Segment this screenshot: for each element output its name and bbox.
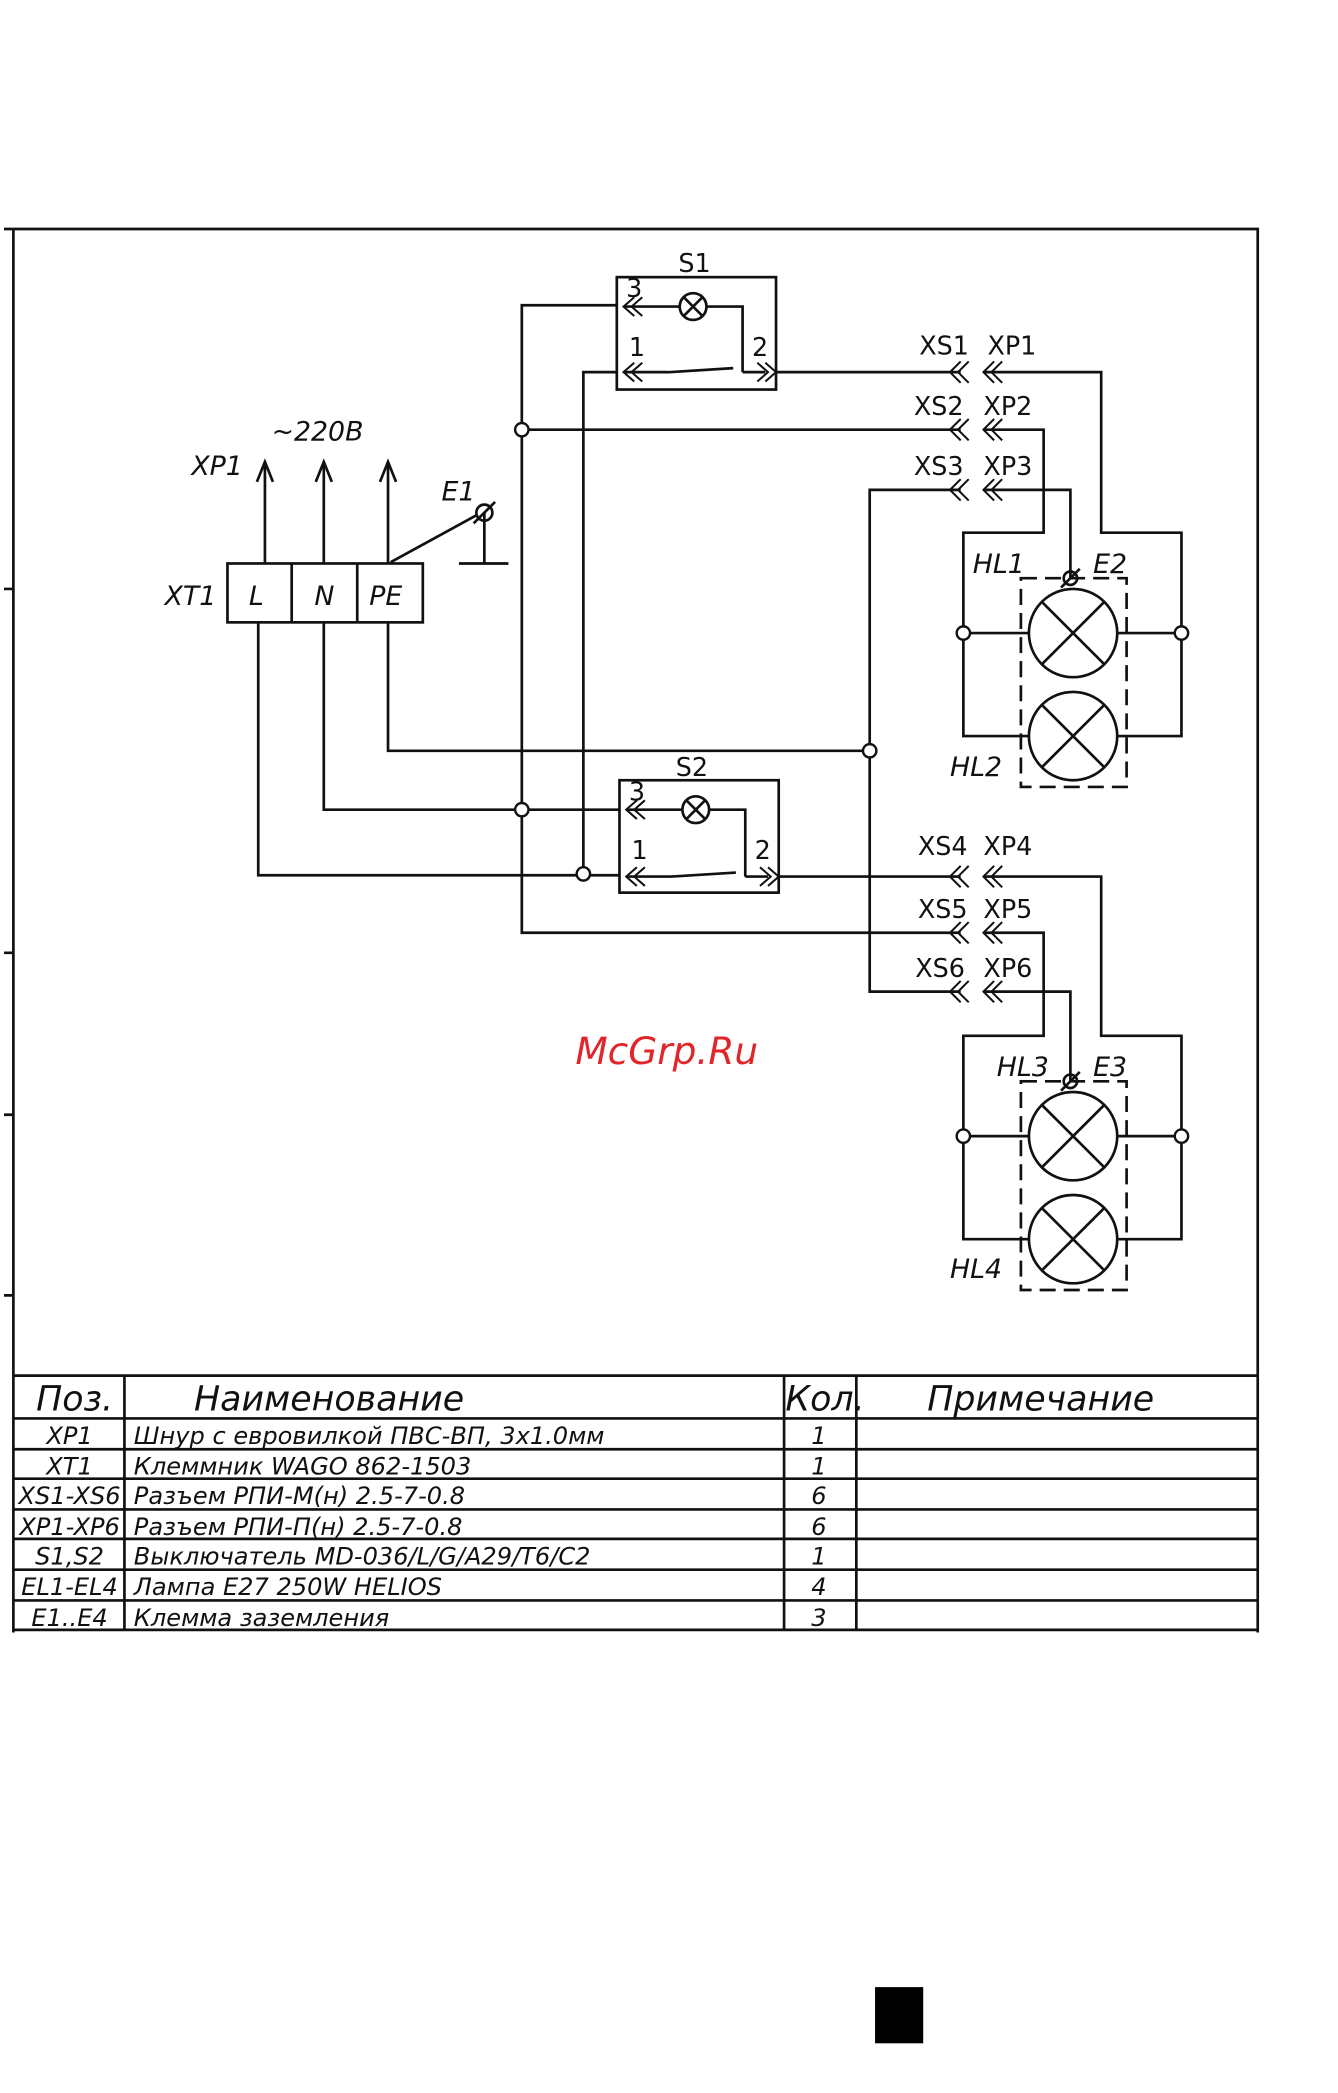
cell-quantity: 3 — [811, 1604, 826, 1632]
lamp-group-lower: HL3 E3 HL4 — [950, 1052, 1128, 1292]
header-note: Примечание — [927, 1379, 1154, 1419]
cell-quantity: 1 — [811, 1542, 826, 1570]
connector-xp1-label: XP1 — [987, 331, 1036, 361]
hl4-label: HL4 — [950, 1254, 1002, 1285]
lamp-icon — [1027, 1193, 1119, 1285]
xt1-label: XT1 — [163, 581, 217, 612]
junction-nodes — [513, 421, 1190, 1145]
table-row: E1..E4 Клемма заземления 3 — [31, 1604, 826, 1632]
cell-position: S1,S2 — [35, 1542, 104, 1570]
table-row: XP1 Шнур с евровилкой ПВС-ВП, 3x1.0мм 1 — [44, 1422, 826, 1450]
terminal-block-xt1: XT1 L N PE XP1 ~220В E1 — [163, 416, 509, 624]
s2-term1: 1 — [632, 835, 648, 865]
cell-position: XS1-XS6 — [17, 1482, 121, 1510]
terminal-pe: PE — [369, 581, 402, 612]
s1-label: S1 — [678, 248, 710, 278]
cell-position: XT1 — [44, 1453, 93, 1481]
cell-position: XP1 — [44, 1422, 92, 1450]
lamp-icon — [1027, 587, 1119, 679]
table-row: XS1-XS6 Разъем РПИ-М(н) 2.5-7-0.8 6 — [17, 1482, 827, 1510]
connector-xs5-label: XS5 — [918, 894, 968, 924]
supply-voltage-label: ~220В — [272, 416, 364, 447]
connector-xs1-label: XS1 — [919, 331, 969, 361]
cell-quantity: 1 — [811, 1453, 826, 1481]
cell-quantity: 6 — [811, 1513, 826, 1541]
lamp-group-upper: HL1 E2 HL2 — [950, 549, 1128, 789]
table-row: S1,S2 Выключатель MD-036/L/G/A29/T6/C2 1 — [35, 1542, 826, 1570]
connector-xs3-label: XS3 — [914, 451, 964, 481]
cell-quantity: 1 — [811, 1422, 826, 1450]
cell-position: EL1-EL4 — [21, 1573, 118, 1601]
connector-xp6-label: XP6 — [983, 953, 1032, 983]
indicator-lamp-icon — [678, 291, 708, 322]
cell-position: XP1-XP6 — [17, 1513, 119, 1541]
cell-name: Лампа E27 250W HELIOS — [133, 1573, 442, 1601]
cell-name: Разъем РПИ-М(н) 2.5-7-0.8 — [134, 1482, 465, 1510]
header-position: Поз. — [36, 1379, 113, 1419]
cell-name: Разъем РПИ-П(н) 2.5-7-0.8 — [134, 1513, 463, 1541]
header-name: Наименование — [194, 1379, 464, 1419]
specification-table: Поз. Наименование Кол. Примечание XP1 Шну… — [13, 1374, 1258, 1632]
cell-name: Шнур с евровилкой ПВС-ВП, 3x1.0мм — [134, 1422, 605, 1450]
lamp-icon — [1027, 1090, 1119, 1182]
watermark: McGrp.Ru — [575, 1029, 758, 1073]
cell-position: E1..E4 — [31, 1604, 107, 1632]
s2-label: S2 — [676, 752, 708, 782]
s1-term2: 2 — [752, 332, 768, 362]
cell-name: Выключатель MD-036/L/G/A29/T6/C2 — [134, 1542, 591, 1570]
terminal-n: N — [314, 581, 334, 612]
s2-term3: 3 — [629, 776, 645, 806]
e2-label: E2 — [1093, 549, 1127, 580]
s1-term3: 3 — [626, 273, 642, 303]
wires — [256, 303, 1183, 1241]
ground-e1-label: E1 — [442, 477, 476, 508]
connector-xp4-label: XP4 — [983, 831, 1032, 861]
connectors: XS1 XP1 XS2 XP2 XS3 XP3 XS4 XP4 XS5 XP5 … — [914, 331, 1036, 1004]
e3-label: E3 — [1093, 1052, 1127, 1083]
hl2-label: HL2 — [950, 752, 1002, 783]
cell-name: Клемма заземления — [134, 1604, 389, 1632]
arrow-up-icon — [255, 458, 398, 483]
s2-term2: 2 — [755, 835, 771, 865]
hl3-label: HL3 — [997, 1052, 1049, 1083]
switch-s1: S1 3 1 2 — [615, 248, 778, 391]
drawing-frame — [4, 227, 1260, 1633]
table-row: EL1-EL4 Лампа E27 250W HELIOS 4 — [21, 1573, 826, 1601]
lamp-icon — [1027, 690, 1119, 782]
switch-s2: S2 3 1 2 — [618, 752, 781, 894]
s1-term1: 1 — [629, 332, 645, 362]
terminal-l: L — [249, 581, 264, 612]
connector-xp5-label: XP5 — [983, 894, 1032, 924]
connector-xp2-label: XP2 — [983, 391, 1032, 421]
header-quantity: Кол. — [785, 1379, 864, 1419]
connector-xs4-label: XS4 — [918, 831, 968, 861]
cell-quantity: 4 — [811, 1573, 826, 1601]
connector-xp3-label: XP3 — [983, 451, 1032, 481]
connector-icon — [948, 360, 1003, 1004]
cell-name: Клеммник WAGO 862-1503 — [134, 1453, 471, 1481]
connector-xs2-label: XS2 — [914, 391, 964, 421]
page-marker — [875, 1987, 924, 2044]
ground-terminal-icon — [1060, 567, 1081, 589]
connector-xs6-label: XS6 — [915, 953, 965, 983]
table-row: XP1-XP6 Разъем РПИ-П(н) 2.5-7-0.8 6 — [17, 1513, 826, 1541]
table-row: XT1 Клеммник WAGO 862-1503 1 — [44, 1453, 826, 1481]
supply-plug-label: XP1 — [189, 451, 242, 482]
cell-quantity: 6 — [811, 1482, 826, 1510]
indicator-lamp-icon — [681, 794, 711, 825]
hl1-label: HL1 — [973, 549, 1025, 580]
ground-terminal-icon — [1060, 1070, 1081, 1092]
ground-terminal-icon — [390, 500, 509, 565]
